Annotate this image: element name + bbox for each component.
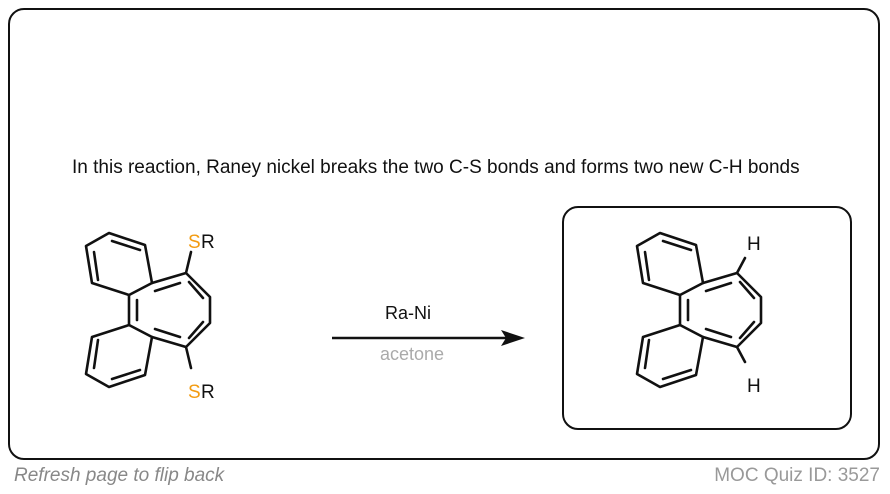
product-answer-box xyxy=(562,206,852,430)
starting-material xyxy=(84,231,212,389)
prod-bottom-h-label: H xyxy=(747,376,761,397)
sm-cyclooctatetraene-ring xyxy=(150,271,212,349)
quiz-id: MOC Quiz ID: 3527 xyxy=(714,465,880,486)
sm-top-c-s-bond xyxy=(184,250,193,275)
sm-top-r-label: R xyxy=(201,232,215,253)
prod-bottom-c-h-bond xyxy=(735,345,747,364)
reaction-arrow xyxy=(332,330,525,346)
reagent-label: Ra-Ni xyxy=(385,303,431,323)
prod-top-h-label: H xyxy=(747,234,761,255)
quiz-card[interactable] xyxy=(8,8,880,460)
sm-top-sulfur-label: S xyxy=(188,232,201,253)
refresh-hint: Refresh page to flip back xyxy=(14,465,225,486)
product-molecule xyxy=(635,231,763,389)
sm-bottom-c-s-bond xyxy=(184,345,193,370)
sm-bottom-r-label: R xyxy=(201,382,215,403)
prod-top-c-h-bond xyxy=(735,256,747,275)
question-text: In this reaction, Raney nickel breaks th… xyxy=(72,157,800,178)
sm-bottom-sulfur-label: S xyxy=(188,382,201,403)
solvent-label: acetone xyxy=(380,344,444,364)
prod-cyclooctatetraene-ring xyxy=(701,271,763,349)
arrow-head-icon xyxy=(501,330,525,346)
